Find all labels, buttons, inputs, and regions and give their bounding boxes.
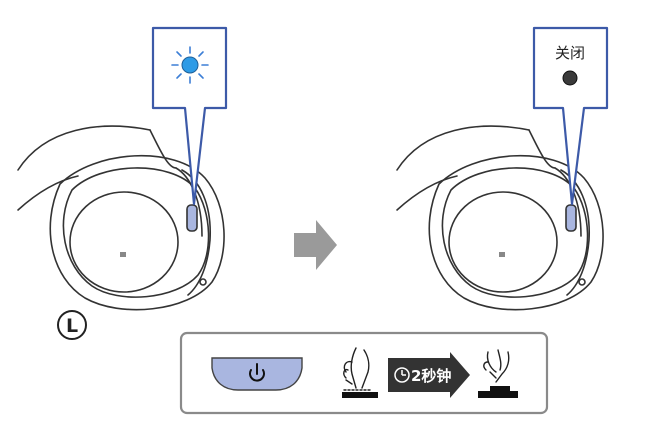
- indicator-off-label: 关闭: [555, 44, 585, 62]
- released-button-base: [478, 391, 518, 398]
- indicator-light-blue: [181, 56, 199, 74]
- indicator-light-off: [562, 70, 578, 86]
- power-icon: [249, 363, 265, 382]
- finger-press-icon: [343, 347, 373, 391]
- left-side-mark: L: [57, 310, 87, 340]
- instruction-panel: 2秒钟: [179, 331, 549, 415]
- indicator-callout-blinking: [151, 26, 228, 206]
- finger-release-icon: [483, 349, 510, 383]
- transition-arrow-icon: [294, 220, 337, 270]
- power-button: [211, 357, 303, 391]
- blink-rays: [171, 46, 209, 84]
- duration-label: 2秒钟: [411, 367, 451, 385]
- duration-indicator: 2秒钟: [388, 352, 470, 398]
- indicator-callout-off: 关闭: [532, 26, 609, 206]
- clock-icon: [394, 367, 410, 383]
- released-button-top: [490, 386, 510, 391]
- pressed-button-base: [342, 392, 378, 398]
- left-side-label: L: [66, 315, 78, 337]
